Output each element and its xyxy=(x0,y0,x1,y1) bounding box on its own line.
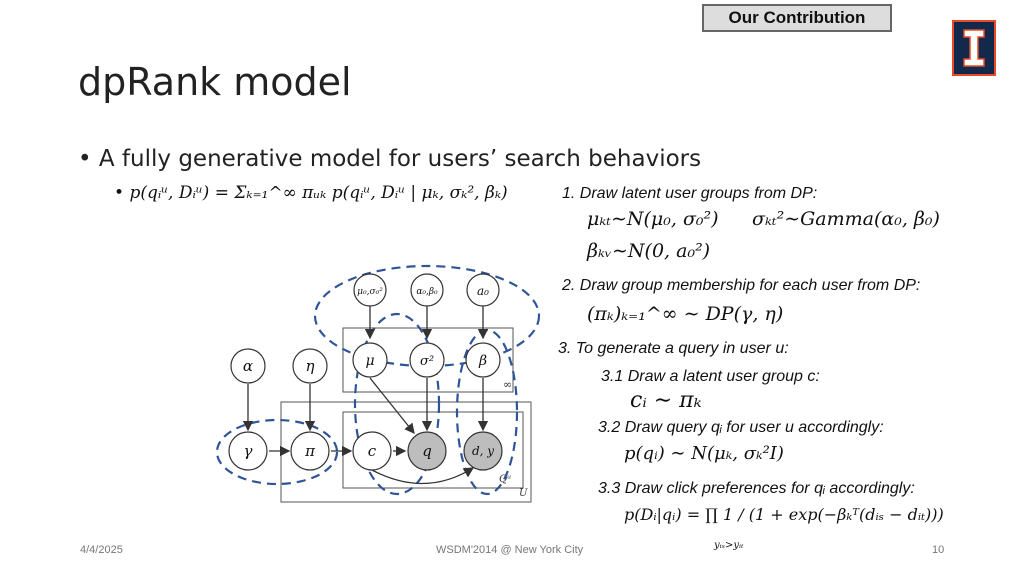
slide-title: dpRank model xyxy=(78,60,352,104)
node-c xyxy=(352,431,392,471)
label-gamma: γ xyxy=(244,442,253,460)
step-1-eq-beta: βₖᵥ∼N(0, a₀²) xyxy=(587,240,711,262)
label-mu: μ xyxy=(365,353,374,369)
node-mu0-sigma0 xyxy=(353,273,387,307)
step-3-2: 3.2 Draw query qᵢ for user u accordingly… xyxy=(598,419,884,436)
node-sigma2 xyxy=(409,342,445,378)
label-sigma2: σ² xyxy=(420,354,434,369)
main-bullet: • A fully generative model for users’ se… xyxy=(78,146,701,172)
main-bullet-text: A fully generative model for users’ sear… xyxy=(98,146,702,172)
node-alpha0-beta0 xyxy=(410,273,444,307)
label-eta: η xyxy=(306,357,315,375)
our-contribution-badge: Our Contribution xyxy=(702,4,892,32)
label-d-y: d, y xyxy=(472,444,494,458)
label-a0: a₀ xyxy=(477,284,489,298)
step-3-3-eq: p(Dᵢ|qᵢ) = ∏ 1 / (1 + exp(−βₖᵀ(dᵢₛ − dᵢₜ… xyxy=(624,505,944,524)
step-2: 2. Draw group membership for each user f… xyxy=(562,277,921,294)
node-eta xyxy=(292,348,328,384)
label-mu0-sigma0: μ₀,σ₀² xyxy=(357,287,383,297)
node-pi xyxy=(290,431,330,471)
label-pi: π xyxy=(304,442,316,460)
node-gamma xyxy=(228,431,268,471)
block-i-icon xyxy=(963,29,985,67)
label-alpha0-beta0: α₀,β₀ xyxy=(416,287,438,297)
group-plate xyxy=(342,327,514,393)
label-c: c xyxy=(368,442,377,460)
step-1: 1. Draw latent user groups from DP: xyxy=(562,185,818,202)
sub-bullet-dot: • xyxy=(114,183,130,203)
step-3-1: 3.1 Draw a latent user group c: xyxy=(601,368,820,385)
bullet-dot: • xyxy=(78,146,92,172)
label-alpha: α xyxy=(243,357,253,375)
node-q xyxy=(407,431,447,471)
label-q: q xyxy=(422,442,432,460)
prior-dashed-ellipse xyxy=(313,264,541,368)
mixture-formula-bullet: • p(qᵢᵘ, Dᵢᵘ) = Σₖ₌₁^∞ πᵤₖ p(qᵢᵘ, Dᵢᵘ | … xyxy=(114,183,508,203)
step-2-eq: (πₖ)ₖ₌₁^∞ ∼ DP(γ, η) xyxy=(587,303,784,325)
node-alpha xyxy=(230,348,266,384)
node-mu xyxy=(352,342,388,378)
footer-venue: WSDM'2014 @ New York City xyxy=(436,544,584,556)
mixture-formula: p(qᵢᵘ, Dᵢᵘ) = Σₖ₌₁^∞ πᵤₖ p(qᵢᵘ, Dᵢᵘ | μₖ… xyxy=(129,183,508,203)
step-3-1-eq: cᵢ ∼ πₖ xyxy=(630,388,702,413)
plate-label-u: U xyxy=(519,488,528,499)
step-1-eq-mu: μₖₜ∼N(μ₀, σ₀²) xyxy=(587,208,719,230)
step-3-2-eq: p(qᵢ) ∼ N(μₖ, σₖ²I) xyxy=(624,443,784,464)
node-beta xyxy=(465,342,501,378)
university-logo xyxy=(952,20,996,76)
dp-dashed-ellipse xyxy=(215,418,339,486)
footer-page-number: 10 xyxy=(932,544,945,556)
step-3-3: 3.3 Draw click preferences for qᵢ accord… xyxy=(598,480,915,497)
node-a0 xyxy=(466,273,500,307)
plate-label-inf: ∞ xyxy=(503,378,512,391)
node-d-y xyxy=(463,431,503,471)
footer-date: 4/4/2025 xyxy=(80,544,123,556)
step-3: 3. To generate a query in user u: xyxy=(558,340,789,357)
step-3-3-subscript: yᵢₛ>yᵢₜ xyxy=(714,540,744,551)
mu-sigma-dashed-ellipse xyxy=(353,312,441,496)
label-beta: β xyxy=(478,353,487,369)
step-1-eq-sigma: σₖₜ²∼Gamma(α₀, β₀) xyxy=(752,208,940,230)
graphical-model-diagram: ∞ Qᵘ U μ₀,σ₀² xyxy=(215,264,541,503)
